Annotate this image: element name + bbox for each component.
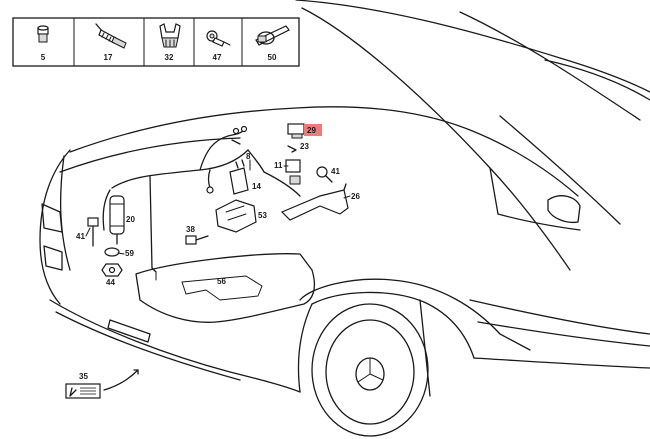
callout-44: 44 xyxy=(106,278,115,287)
callout-labels: 29 23 41 11 8 14 26 20 53 38 41 59 44 56… xyxy=(76,126,360,381)
cable-tie-icon xyxy=(255,25,290,46)
callout-53: 53 xyxy=(258,211,267,220)
screw-washer-icon xyxy=(206,30,231,47)
legend-number-47: 47 xyxy=(213,53,222,62)
bolt-icon xyxy=(37,25,49,43)
callout-41-right: 41 xyxy=(331,167,340,176)
callout-14: 14 xyxy=(252,182,261,191)
leader-lines xyxy=(85,159,351,255)
callout-59: 59 xyxy=(125,249,134,258)
callout-41-left: 41 xyxy=(76,232,85,241)
callout-26: 26 xyxy=(351,192,360,201)
legend-number-5: 5 xyxy=(41,53,46,62)
legend-number-32: 32 xyxy=(165,53,174,62)
cable-connector-icon xyxy=(95,23,127,49)
highlight-part-29 xyxy=(304,124,322,136)
callout-56: 56 xyxy=(217,277,226,286)
callout-23: 23 xyxy=(300,142,309,151)
clip-icon xyxy=(159,23,181,48)
wiring-harness xyxy=(65,123,349,399)
legend-number-17: 17 xyxy=(104,53,113,62)
callout-38: 38 xyxy=(186,225,195,234)
callout-20: 20 xyxy=(126,215,135,224)
callout-11: 11 xyxy=(274,161,283,170)
callout-35: 35 xyxy=(79,372,88,381)
legend-number-50: 50 xyxy=(268,53,277,62)
callout-8: 8 xyxy=(246,152,251,161)
callout-29: 29 xyxy=(307,126,316,135)
car-body-outline xyxy=(39,0,650,437)
legend-panel: 5 17 32 47 50 xyxy=(12,17,300,67)
